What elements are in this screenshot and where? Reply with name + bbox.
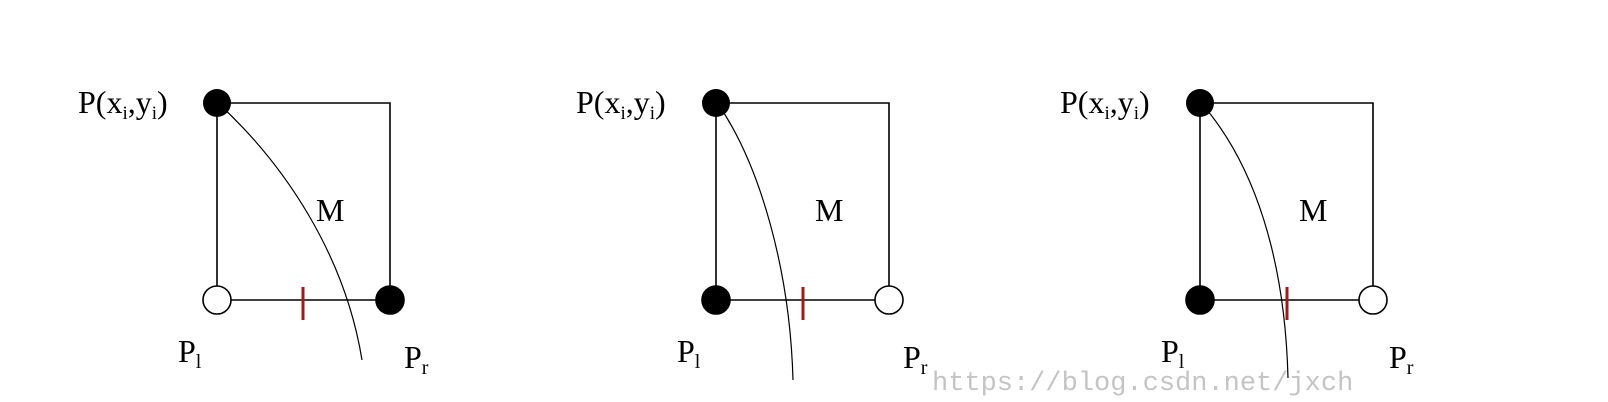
left-point-label: Pl [178, 333, 202, 373]
right-point-label: Pr [903, 339, 928, 379]
midpoint-label: M [815, 192, 843, 228]
midpoint-label: M [316, 192, 344, 228]
watermark-text: https://blog.csdn.net/jxch [932, 369, 1353, 399]
grid-square [1199, 102, 1374, 301]
midpoint-label: M [1299, 192, 1327, 228]
current-point-dot [1186, 89, 1214, 117]
panel-1: P(xi,yi) M Pl Pr [78, 84, 429, 379]
left-point-dot [202, 285, 232, 315]
left-point-label: Pl [1161, 333, 1185, 373]
arc-curve [1201, 103, 1289, 379]
right-point-label: Pr [404, 339, 429, 379]
panel-2: P(xi,yi) M Pl Pr [576, 84, 928, 381]
grid-square [216, 102, 391, 301]
point-label: P(xi,yi) [576, 84, 666, 124]
point-label: P(xi,yi) [1060, 84, 1150, 124]
right-point-dot [375, 285, 405, 315]
point-label: P(xi,yi) [78, 84, 168, 124]
right-point-label: Pr [1389, 339, 1414, 379]
left-point-label: Pl [677, 333, 701, 373]
current-point-dot [702, 89, 730, 117]
left-point-dot [1185, 285, 1215, 315]
right-point-dot [874, 285, 904, 315]
arc-curve [218, 103, 363, 361]
current-point-dot [203, 89, 231, 117]
arc-curve [717, 103, 794, 381]
panel-3: P(xi,yi) M Pl Pr [1060, 84, 1414, 379]
grid-square [715, 102, 890, 301]
right-point-dot [1358, 285, 1388, 315]
left-point-dot [701, 285, 731, 315]
